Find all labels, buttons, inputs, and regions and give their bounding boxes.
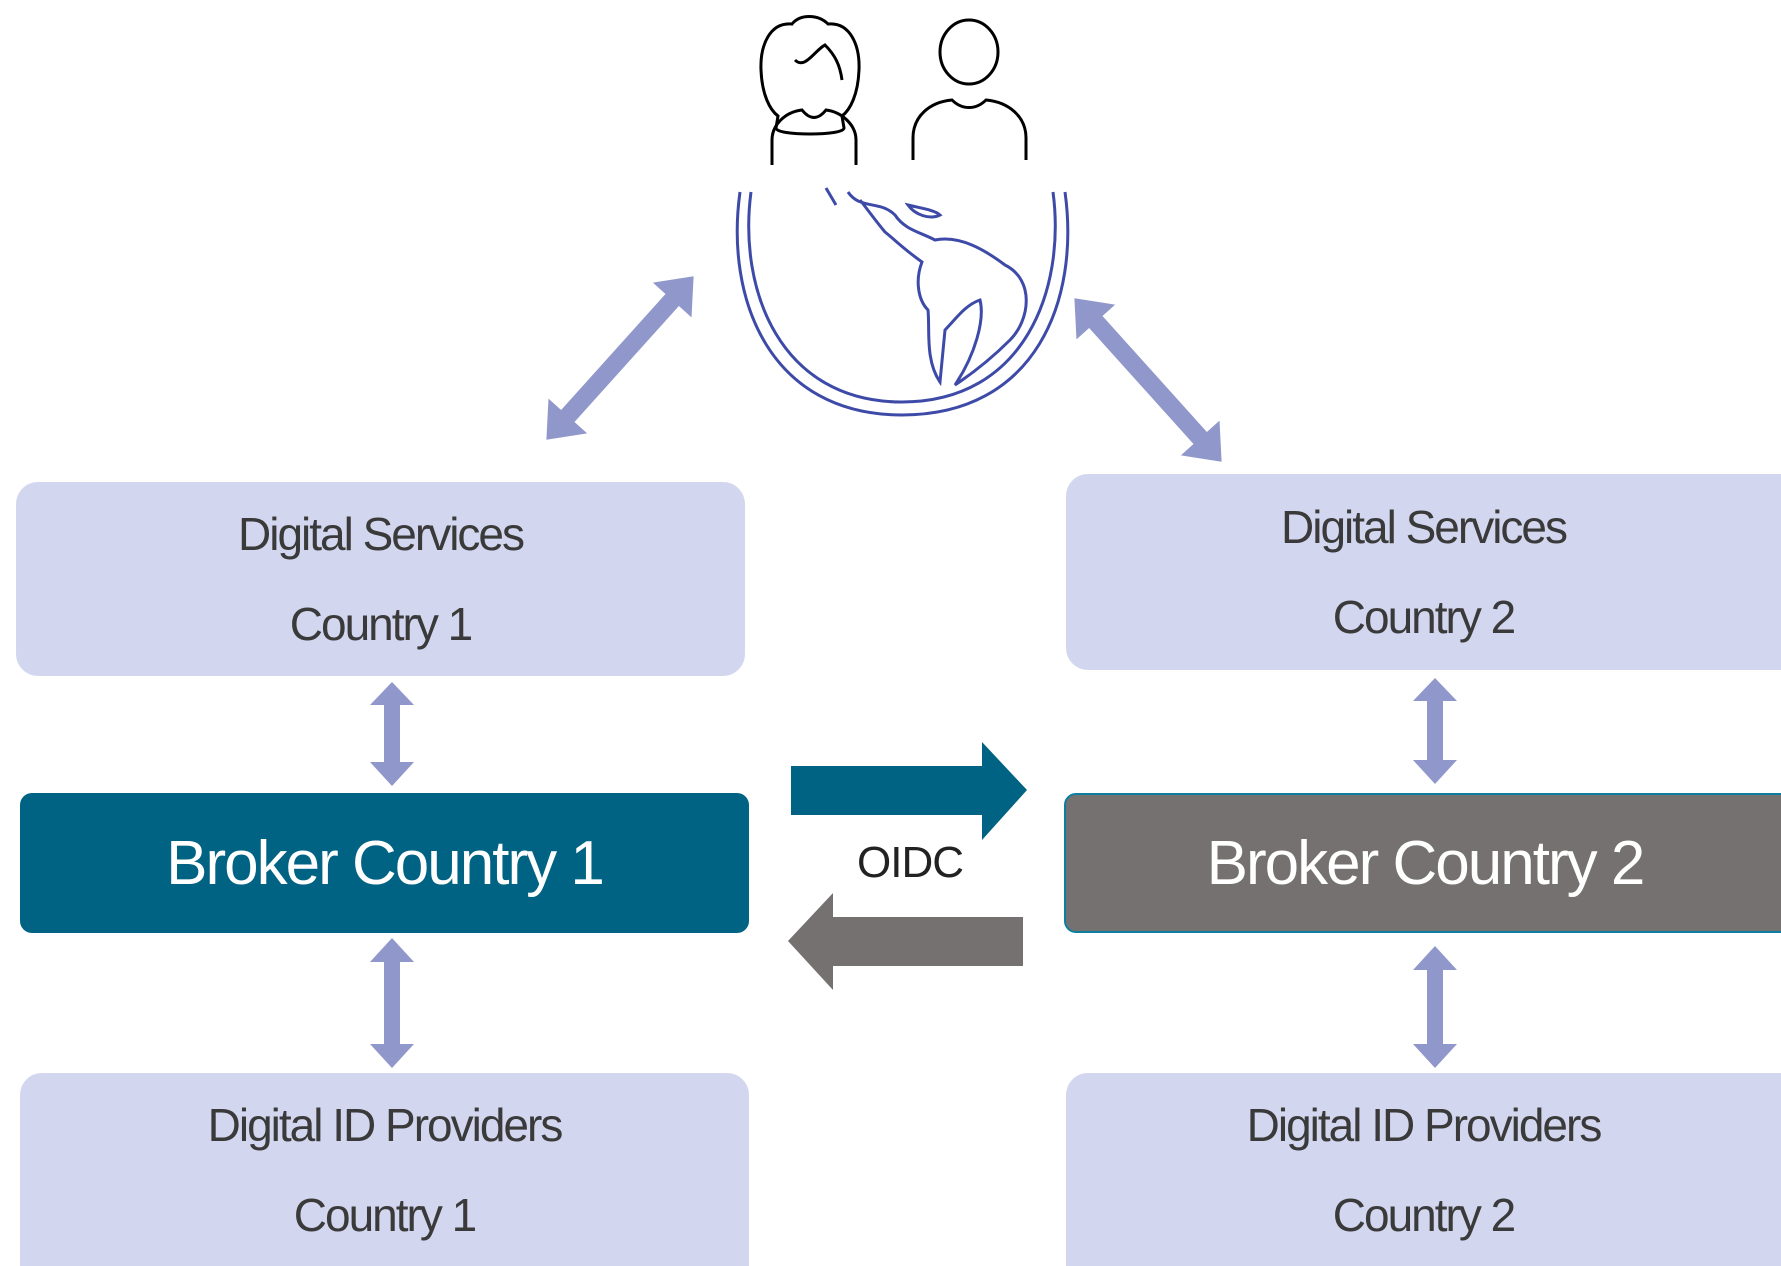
arrow-broker-1-to-broker-2 <box>791 742 1027 840</box>
digital-services-country-2-box: Digital Services Country 2 <box>1066 474 1781 670</box>
arrow-broker-providers-2 <box>1413 946 1457 1068</box>
arrow-globe-services-1 <box>546 276 694 440</box>
oidc-label: OIDC <box>857 838 964 887</box>
digital-id-providers-country-1-box: Digital ID Providers Country 1 <box>20 1073 749 1266</box>
broker-label: Broker Country 1 <box>166 828 605 898</box>
box-title: Digital ID Providers <box>1246 1098 1603 1151</box>
globe-icon <box>735 187 1070 417</box>
broker-label: Broker Country 2 <box>1206 828 1646 898</box>
arrow-broker-providers-1 <box>370 938 414 1068</box>
digital-services-country-1-box: Digital Services Country 1 <box>16 482 745 676</box>
box-title: Digital Services <box>1281 501 1568 553</box>
box-title: Digital ID Providers <box>207 1098 564 1151</box>
man-user-icon <box>911 18 1028 160</box>
arrow-broker-2-to-broker-1 <box>788 893 1023 990</box>
arrow-services-broker-1 <box>370 682 414 786</box>
box-subtitle: Country 2 <box>1332 591 1516 643</box>
box-subtitle: Country 1 <box>293 1188 477 1241</box>
arrow-services-broker-2 <box>1413 678 1457 784</box>
box-subtitle: Country 2 <box>1332 1188 1516 1241</box>
box-subtitle: Country 1 <box>289 598 473 650</box>
woman-user-icon <box>759 15 861 165</box>
arrow-globe-services-2 <box>1074 298 1222 462</box>
box-title: Digital Services <box>238 508 525 560</box>
digital-id-providers-country-2-box: Digital ID Providers Country 2 <box>1066 1073 1781 1266</box>
broker-country-1-box: Broker Country 1 <box>20 793 749 933</box>
broker-country-2-box: Broker Country 2 <box>1064 793 1781 933</box>
